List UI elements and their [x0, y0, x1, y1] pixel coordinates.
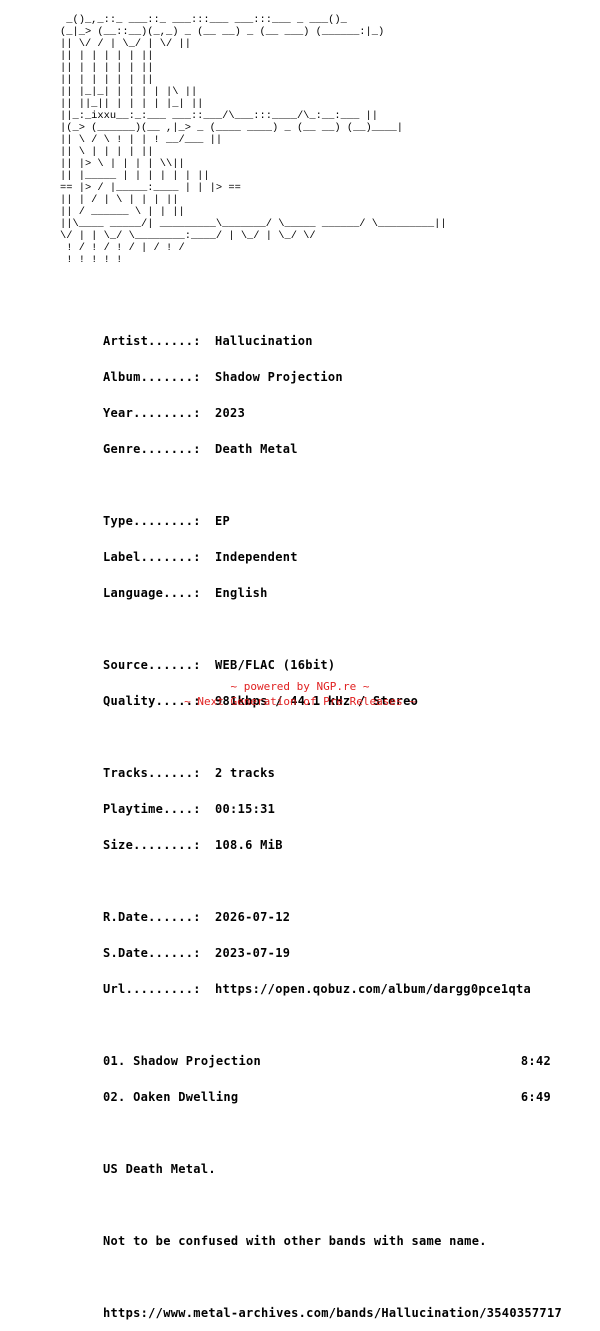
- sdate-label: S.Date......:: [103, 946, 201, 960]
- quality-label: Quality.....:: [103, 694, 201, 708]
- sdate-row: S.Date......: 2023-07-19: [103, 947, 562, 959]
- rdate-label: R.Date......:: [103, 910, 201, 924]
- label-value: Independent: [215, 550, 298, 564]
- tracks-label: Tracks......:: [103, 766, 201, 780]
- track-2: 02. Oaken Dwelling 6:49: [103, 1091, 551, 1103]
- sdate-value: 2023-07-19: [215, 946, 291, 960]
- genre-row: Genre.......: Death Metal: [103, 443, 562, 455]
- type-value: EP: [215, 514, 231, 528]
- type-row: Type........: EP: [103, 515, 562, 527]
- label-label: Label.......:: [103, 550, 201, 564]
- playtime-value: 00:15:31: [215, 802, 276, 816]
- nfo-body: Artist......: Hallucination Album.......:…: [103, 311, 562, 1331]
- ascii-art-logo: _()_,_::_ ___::_ ___:::___ ___:::___ _ _…: [60, 14, 447, 266]
- source-label: Source......:: [103, 658, 201, 672]
- track-title: 01. Shadow Projection: [103, 1054, 262, 1068]
- rdate-value: 2026-07-12: [215, 910, 291, 924]
- track-title: 02. Oaken Dwelling: [103, 1090, 239, 1104]
- label-row: Label.......: Independent: [103, 551, 562, 563]
- tracks-value: 2 tracks: [215, 766, 276, 780]
- track-time: 8:42: [520, 1054, 551, 1068]
- source-row: Source......: WEB/FLAC (16bit): [103, 659, 562, 671]
- type-label: Type........:: [103, 514, 201, 528]
- footer-tagline: ~ Next Generation of Pre Releases ~: [184, 695, 416, 708]
- size-row: Size........: 108.6 MiB: [103, 839, 562, 851]
- language-value: English: [215, 586, 268, 600]
- album-label: Album.......:: [103, 370, 201, 384]
- language-label: Language....:: [103, 586, 201, 600]
- artist-row: Artist......: Hallucination: [103, 335, 562, 347]
- quality-row: Quality.....: 981kbps / 44.1 kHz / Stereo: [103, 695, 562, 707]
- size-value: 108.6 MiB: [215, 838, 283, 852]
- language-row: Language....: English: [103, 587, 562, 599]
- playtime-label: Playtime....:: [103, 802, 201, 816]
- url-value[interactable]: https://open.qobuz.com/album/dargg0pce1q…: [215, 982, 532, 996]
- artist-label: Artist......:: [103, 334, 201, 348]
- genre-value: Death Metal: [215, 442, 298, 456]
- url-row: Url.........: https://open.qobuz.com/albu…: [103, 983, 562, 995]
- album-row: Album.......: Shadow Projection: [103, 371, 562, 383]
- year-row: Year........: 2023: [103, 407, 562, 419]
- tracks-row: Tracks......: 2 tracks: [103, 767, 562, 779]
- track-time: 6:49: [520, 1090, 551, 1104]
- url-label: Url.........:: [103, 982, 201, 996]
- year-label: Year........:: [103, 406, 201, 420]
- artist-value: Hallucination: [215, 334, 313, 348]
- note-disambiguation: Not to be confused with other bands with…: [103, 1234, 487, 1248]
- metal-archives-link[interactable]: https://www.metal-archives.com/bands/Hal…: [103, 1306, 563, 1320]
- year-value: 2023: [215, 406, 246, 420]
- size-label: Size........:: [103, 838, 201, 852]
- track-1: 01. Shadow Projection 8:42: [103, 1055, 551, 1067]
- playtime-row: Playtime....: 00:15:31: [103, 803, 562, 815]
- genre-label: Genre.......:: [103, 442, 201, 456]
- album-value: Shadow Projection: [215, 370, 343, 384]
- quality-value: 981kbps / 44.1 kHz / Stereo: [215, 694, 419, 708]
- note-origin: US Death Metal.: [103, 1162, 216, 1176]
- footer-powered-by: ~ powered by NGP.re ~: [230, 680, 370, 693]
- rdate-row: R.Date......: 2026-07-12: [103, 911, 562, 923]
- source-value: WEB/FLAC (16bit): [215, 658, 336, 672]
